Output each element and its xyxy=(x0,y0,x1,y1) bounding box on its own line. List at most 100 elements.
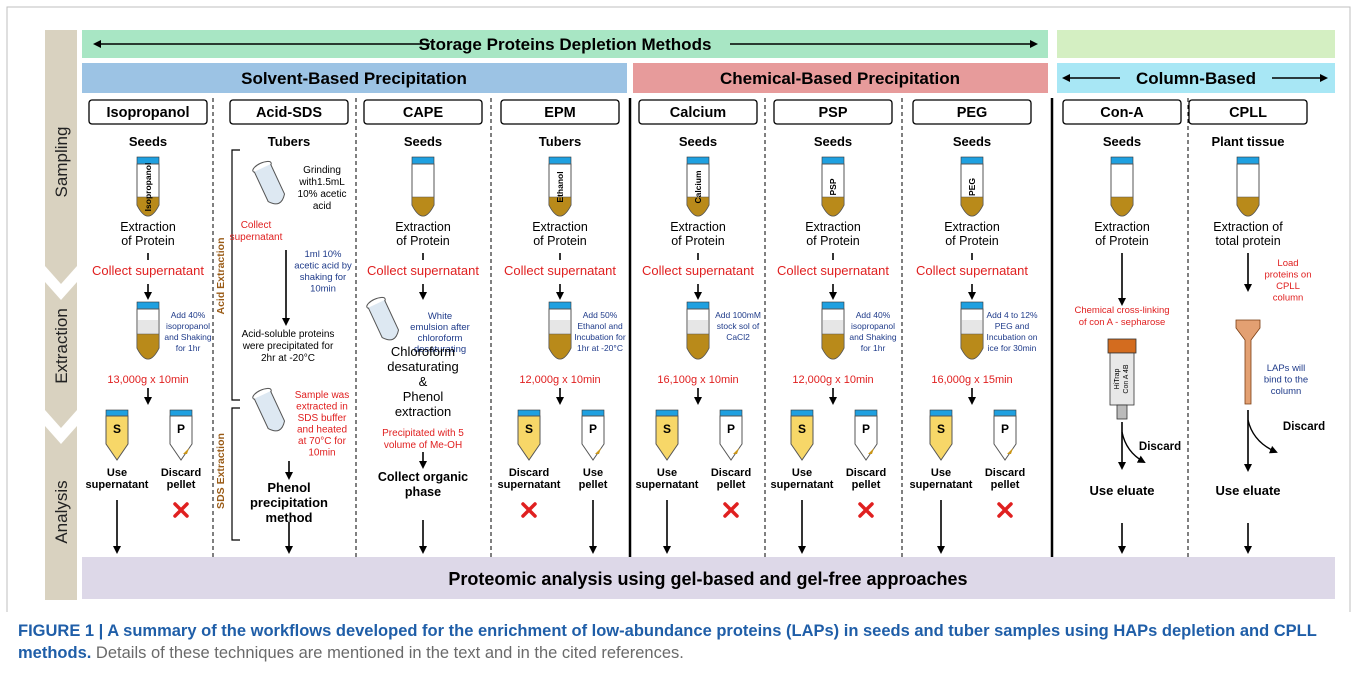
acid-sds-bracket-sds xyxy=(231,407,240,541)
acid-sds-tube-sds xyxy=(252,387,286,432)
epm-tube-p-letter: P xyxy=(589,422,597,436)
acid-sds-acid-label: Acid Extraction xyxy=(215,237,227,314)
isopropanol-tube-s-body xyxy=(105,415,129,461)
cpll-tube-pellet xyxy=(1236,196,1260,217)
isopropanol-left-use: supernatant xyxy=(86,479,149,491)
epm-sample: Tubers xyxy=(539,134,581,149)
calcium-additive-text: stock sol of xyxy=(717,321,760,331)
epm-tube-pellet xyxy=(548,196,572,217)
cape-tube-emulsion xyxy=(366,296,400,341)
psp-additive-text: and Shaking xyxy=(849,332,897,342)
acid-sds-bracket-acid xyxy=(231,149,240,401)
sidebar-stage-analysis xyxy=(45,426,77,600)
cpll-load: proteins on xyxy=(1264,270,1311,281)
acid-sds-acetic: 10min xyxy=(310,284,336,295)
cape-collect: Collect supernatant xyxy=(367,263,479,278)
calcium-header: Calcium xyxy=(670,105,726,121)
epm-header: EPM xyxy=(544,105,575,121)
peg-spin: 16,000g x 15min xyxy=(931,374,1012,386)
acid-sds-grind: Grinding xyxy=(303,165,341,176)
calcium-additive-tube-cap xyxy=(686,301,710,310)
peg-tube-s-body xyxy=(929,415,953,461)
acid-sds-tube-acid xyxy=(252,160,286,205)
acid-sds-phenol: method xyxy=(266,510,313,525)
con-a-use: Use eluate xyxy=(1089,483,1154,498)
cape-emulsion: White xyxy=(428,311,452,322)
cape-chloro: desaturating xyxy=(387,359,459,374)
calcium-additive-tube-pellet xyxy=(686,333,710,360)
cape-emulsion: emulsion after xyxy=(410,322,470,333)
acid-sds-phenol: precipitation xyxy=(250,495,328,510)
isopropanol-additive-text: isopropanol xyxy=(166,321,210,331)
peg-extraction-text: Extraction xyxy=(944,220,1000,234)
cape-chloro: extraction xyxy=(395,404,451,419)
acid-sds-acetic: shaking for xyxy=(300,272,346,283)
calcium-right-use: Discard xyxy=(711,467,751,479)
peg-tube-s-letter: S xyxy=(937,422,945,436)
peg-header-box xyxy=(912,99,1032,125)
peg-right-use: Discard xyxy=(985,467,1025,479)
epm-left-use: Discard xyxy=(509,467,549,479)
cape-chloro: & xyxy=(419,374,428,389)
epm-tube-s-body xyxy=(517,415,541,461)
psp-tube-s-cap xyxy=(790,409,814,417)
peg-additive-text: PEG and xyxy=(995,321,1030,331)
epm-extraction-text: Extraction xyxy=(532,220,588,234)
epm-additive-tube-layer xyxy=(550,320,570,334)
group-bar-chemical xyxy=(633,63,1048,93)
cape-tube-pellet xyxy=(411,196,435,217)
isopropanol-tube-p-cap xyxy=(169,409,193,417)
cpll-load: column xyxy=(1273,293,1304,304)
peg-left-use: supernatant xyxy=(910,479,973,491)
banner-column-top xyxy=(1057,30,1335,58)
cape-emulsion: chloroform xyxy=(418,333,463,344)
psp-spin: 12,000g x 10min xyxy=(792,374,873,386)
acid-sds-grind: 10% acetic xyxy=(298,189,347,200)
epm-additive-text: Add 50% xyxy=(583,310,618,320)
acid-sds-acetic: 1ml 10% xyxy=(305,249,343,260)
psp-tube-s-body xyxy=(790,415,814,461)
con-a-sample: Seeds xyxy=(1103,134,1141,149)
psp-additive-tube-layer xyxy=(823,320,843,334)
cape-organic: Collect organic xyxy=(378,470,468,484)
cpll-bind: column xyxy=(1271,386,1302,397)
isopropanol-tube-pellet xyxy=(136,196,160,217)
peg-right-use: pellet xyxy=(991,479,1020,491)
acid-sds-precip: were precipitated for xyxy=(242,341,334,352)
isopropanol-right-use: Discard xyxy=(161,467,201,479)
acid-sds-sds-note: 10min xyxy=(308,448,335,459)
cpll-extraction-text: Extraction of xyxy=(1213,220,1283,234)
isopropanol-right-use: pellet xyxy=(167,479,196,491)
cpll-sample: Plant tissue xyxy=(1212,134,1285,149)
acid-sds-header-box xyxy=(229,99,349,125)
psp-collect: Collect supernatant xyxy=(777,263,889,278)
epm-additive-tube-cap xyxy=(548,301,572,310)
acid-sds-precip: Acid-soluble proteins xyxy=(242,329,335,340)
cape-header-box xyxy=(363,99,483,125)
con-a-extraction-text: of Protein xyxy=(1095,234,1149,248)
calcium-discard-x xyxy=(723,502,739,518)
sidebar-label-extraction: Extraction xyxy=(52,308,71,384)
psp-additive-text: isopropanol xyxy=(851,321,895,331)
epm-header-box xyxy=(500,99,620,125)
isopropanol-additive-text: Add 40% xyxy=(171,310,206,320)
cpll-bind: bind to the xyxy=(1264,375,1308,386)
acid-sds-acetic: acetic acid by xyxy=(294,261,352,272)
peg-tube-pellet xyxy=(960,196,984,217)
psp-additive-tube-cap xyxy=(821,301,845,310)
acid-sds-sds-note: and heated xyxy=(297,425,347,436)
acid-sds-sds-note: SDS buffer xyxy=(298,413,347,424)
group-title-column: Column-Based xyxy=(1136,69,1256,88)
psp-tube-p-cap xyxy=(854,409,878,417)
isopropanol-spin: 13,000g x 10min xyxy=(107,374,188,386)
con-a-cartridge-top xyxy=(1107,338,1137,354)
con-a-crosslink: Chemical cross-linking xyxy=(1074,305,1169,316)
psp-right-use: Discard xyxy=(846,467,886,479)
cape-organic: phase xyxy=(405,485,441,499)
cpll-tube-cap xyxy=(1236,156,1260,165)
acid-sds-collect: Collect xyxy=(241,220,272,231)
isopropanol-additive-tube-pellet xyxy=(136,333,160,360)
psp-tube-p-pellet xyxy=(868,448,874,454)
cape-chloro: Phenol xyxy=(403,389,444,404)
